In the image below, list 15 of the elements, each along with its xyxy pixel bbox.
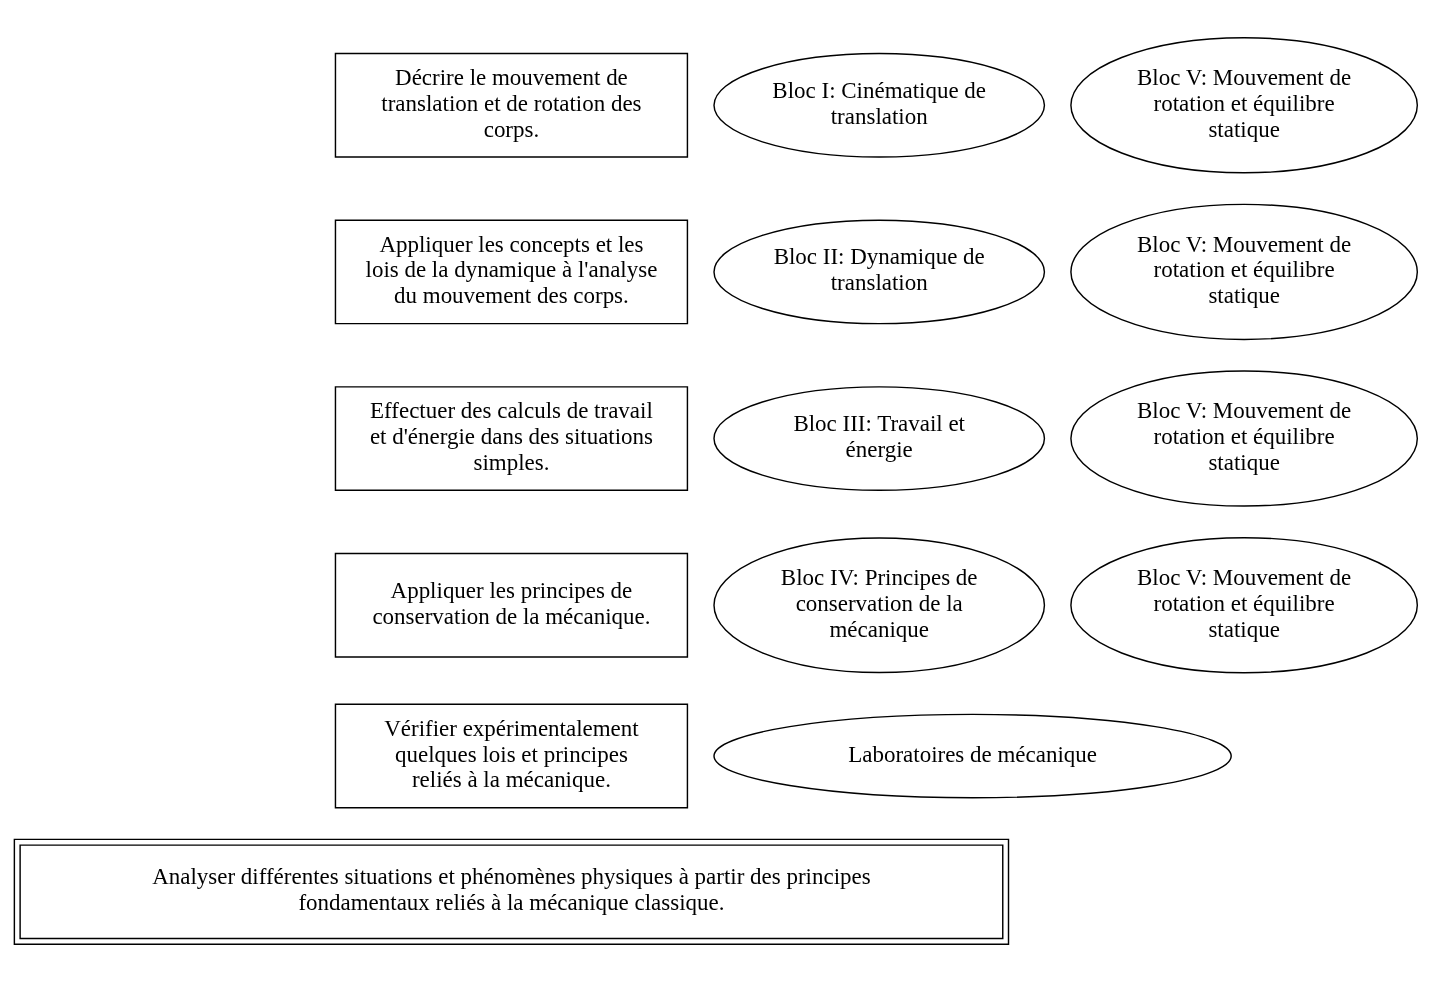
node-ellipse: Laboratoires de mécanique — [713, 713, 1232, 798]
node-box: Décrire le mouvement de translation et de rotation des corps. — [334, 52, 689, 158]
node-box: Appliquer les concepts et les lois de la dynamique à l'analyse du mouvement des corps. — [334, 219, 689, 324]
node-ellipse: Bloc I: Cinématique de translation — [713, 52, 1046, 158]
node-box: Vérifier expérimentalement quelques lois et principes reliés à la mécanique. — [334, 703, 689, 808]
node-box: Effectuer des calculs de travail et d'énergie dans des situations simples. — [334, 385, 689, 491]
node-ellipse: Bloc II: Dynamique de translation — [713, 219, 1046, 324]
node-ellipse: Bloc V: Mouvement de rotation et équilibre statique — [1070, 369, 1419, 507]
node-ellipse: Bloc V: Mouvement de rotation et équilibre statique — [1070, 36, 1419, 173]
node-box: Analyser différentes situations et phénomènes physiques à partir des principes fondamentaux reliés à la mécanique classique. — [13, 838, 1010, 945]
node-ellipse: Bloc V: Mouvement de rotation et équilibre statique — [1070, 203, 1419, 340]
node-ellipse: Bloc IV: Principes de conservation de la mécanique — [713, 536, 1046, 673]
node-ellipse: Bloc III: Travail et énergie — [713, 385, 1046, 491]
node-box: Appliquer les principes de conservation de la mécanique. — [334, 552, 689, 658]
node-ellipse: Bloc V: Mouvement de rotation et équilibre statique — [1070, 536, 1419, 673]
